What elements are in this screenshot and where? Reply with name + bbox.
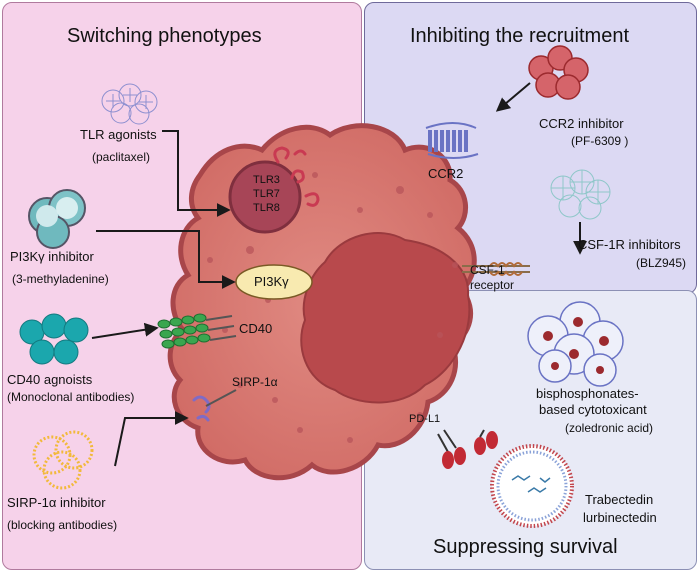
ccr2-inhibitor-nanoparticle-icon [528, 45, 589, 100]
label-sirp-inhibitor: SIRP-1α inhibitor [7, 495, 106, 510]
label-ccr2-inhibitor: CCR2 inhibitor [539, 116, 624, 131]
label-paclitaxel: (paclitaxel) [92, 150, 151, 164]
csf1-receptor-icon [462, 262, 530, 276]
arrow-tlr [162, 130, 231, 217]
label-tlr7: TLR7 [253, 188, 280, 200]
label-csf1-receptor-line1: CSF-1 [470, 263, 505, 277]
pi3k-inhibitor-liposome-icon [28, 189, 86, 249]
label-pi3k: PI3Kγ [254, 274, 289, 289]
label-trabectedin: Trabectedin [585, 492, 654, 507]
ccr2-receptor-icon [425, 122, 479, 159]
csf1r-inhibitor-nanoparticle-icon [550, 169, 611, 220]
label-cd40-agonists: CD40 agnoists [7, 372, 93, 387]
label-zoledronic-acid: (zoledronic acid) [565, 421, 654, 435]
label-pi3k-inhibitor: PI3Kγ inhibitor [10, 249, 94, 264]
sirp-receptor-icon [192, 395, 211, 422]
pi3k-ellipse [235, 264, 313, 300]
bisphosphonate-nanoparticle-icon [527, 301, 624, 387]
macrophage-cell-icon [157, 122, 530, 481]
label-tlr-agonists: TLR agonists [80, 127, 157, 142]
label-pd-l1: PD-L1 [409, 413, 441, 425]
tlr-agonist-nanoparticle-icon [101, 83, 158, 125]
label-methyladenine: (3-methyladenine) [12, 272, 109, 286]
title-switching-phenotypes: Switching phenotypes [67, 25, 262, 47]
label-cd40: CD40 [239, 321, 273, 336]
label-bisphosphonates-line2: based cytotoxicant [539, 402, 647, 417]
label-lurbinectedin: lurbinectedin [583, 510, 657, 525]
nucleus [300, 232, 471, 404]
title-inhibiting-recruitment: Inhibiting the recruitment [410, 25, 630, 47]
label-monoclonal: (Monoclonal antibodies) [7, 390, 135, 404]
label-blocking-antibodies: (blocking antibodies) [7, 518, 118, 532]
label-ccr2: CCR2 [428, 166, 464, 181]
label-tlr3: TLR3 [253, 174, 280, 186]
arrow-sirp [114, 411, 189, 467]
cd40-receptor-icon [157, 313, 211, 349]
arrow-pi3k [96, 230, 236, 289]
sirp-inhibitor-liposome-icon [32, 430, 94, 490]
label-blz945: (BLZ945) [636, 256, 687, 270]
arrow-cd40 [91, 322, 159, 339]
title-suppressing-survival: Suppressing survival [433, 536, 618, 558]
label-tlr8: TLR8 [253, 202, 280, 214]
label-csf1r-inhibitors: CSF-1R inhibitors [578, 237, 681, 252]
pd-l1-icon [437, 429, 498, 469]
label-csf1-receptor-line2: receptor [470, 278, 515, 292]
trabectedin-liposome-icon [490, 444, 574, 528]
label-bisphosphonates-line1: bisphosphonates- [536, 386, 639, 401]
label-pf6309: (PF-6309 ) [571, 134, 629, 148]
label-sirp: SIRP-1α [232, 375, 278, 389]
endosome [228, 160, 302, 234]
cd40-agonist-sphere-icon [19, 313, 89, 365]
arrow-ccr2 [495, 82, 531, 112]
